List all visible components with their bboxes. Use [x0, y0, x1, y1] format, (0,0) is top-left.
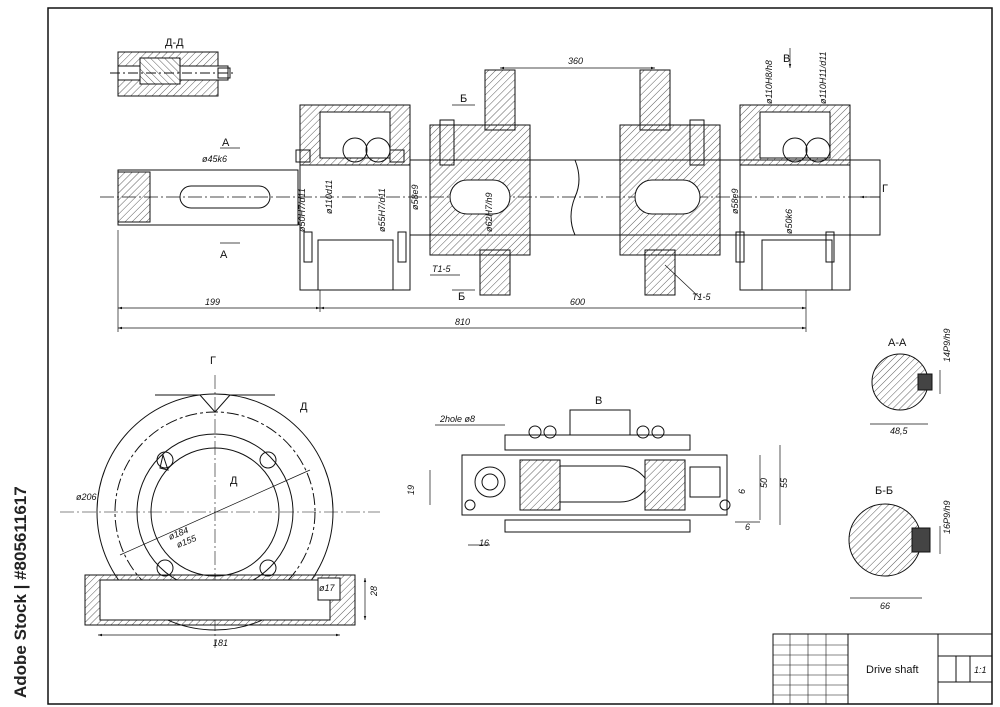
- dim-360: 360: [568, 56, 583, 66]
- dim-d17: ø17: [319, 583, 336, 593]
- view-arrow-v: В: [783, 53, 790, 65]
- dim-600: 600: [570, 297, 585, 307]
- section-bb-label: Б-Б: [875, 485, 893, 497]
- view-g-flange: [60, 375, 380, 648]
- dim-d206: ø206: [76, 492, 97, 502]
- drawing-frame: [47, 7, 993, 705]
- view-v-bearing: [429, 409, 781, 546]
- dim-16: 16: [479, 538, 489, 548]
- hole-note: 2hole ø8: [439, 414, 475, 424]
- dim-bb-key: 16P9/h9: [942, 500, 952, 534]
- section-bb: [848, 503, 941, 599]
- dim-d58e9-right: ø58e9: [730, 188, 740, 214]
- dim-d62h7h9: ø62H7/h9: [484, 192, 494, 232]
- dim-199: 199: [205, 297, 220, 307]
- section-arrow-b-bottom: Б: [458, 291, 465, 303]
- section-aa: [870, 353, 941, 425]
- dim-d58e9-left: ø58e9: [410, 184, 420, 210]
- section-dd: [110, 51, 236, 97]
- dim-6a: 6: [737, 489, 747, 494]
- title-block-name: Drive shaft: [866, 664, 919, 676]
- dim-810: 810: [455, 317, 470, 327]
- section-arrow-b-top: Б: [460, 93, 467, 105]
- watermark-text: Adobe Stock | #805611617: [11, 486, 30, 698]
- dim-28: 28: [369, 586, 379, 597]
- view-g-label: Г: [210, 355, 216, 367]
- view-v-label: В: [595, 395, 602, 407]
- dim-aa-key: 14P9/h9: [942, 328, 952, 362]
- view-d-arrow-label-inner: Д: [230, 475, 238, 487]
- dim-d110h11d11: ø110H11/d11: [818, 51, 828, 104]
- dim-d110d11: ø110d11: [324, 180, 334, 214]
- dim-55: 55: [779, 477, 789, 488]
- main-shaft-assembly: [100, 69, 881, 296]
- section-arrow-a-top: А: [222, 137, 230, 149]
- dim-50: 50: [759, 478, 769, 488]
- dim-d50k6: ø50k6: [784, 209, 794, 234]
- dim-aa-width: 48,5: [890, 426, 909, 436]
- dim-d45k6: ø45k6: [202, 154, 227, 164]
- section-dd-label: Д-Д: [165, 37, 184, 49]
- view-d-arrow-label: Д: [300, 401, 308, 413]
- dim-19: 19: [406, 485, 416, 495]
- view-arrow-g: Г: [882, 183, 888, 195]
- dim-d110h8h8: ø110H8/h8: [764, 60, 774, 104]
- title-block: [772, 633, 993, 705]
- weld-mark-left: T1-5: [432, 264, 452, 274]
- weld-mark-right: T1-5: [692, 292, 712, 302]
- dim-bb-width: 66: [880, 601, 890, 611]
- dim-6b: 6: [745, 522, 750, 532]
- section-aa-label: А-А: [888, 337, 907, 349]
- shaft-dimension-lines: [117, 48, 880, 332]
- title-block-scale: 1:1: [974, 665, 987, 675]
- dim-d50h7d11: ø50H7/d11: [297, 188, 307, 232]
- dim-181: 181: [213, 638, 228, 648]
- dim-d55h7d11: ø55H7/d11: [377, 188, 387, 232]
- section-arrow-a-bottom: А: [220, 249, 228, 261]
- stock-watermark: Adobe Stock | #805611617: [11, 486, 30, 698]
